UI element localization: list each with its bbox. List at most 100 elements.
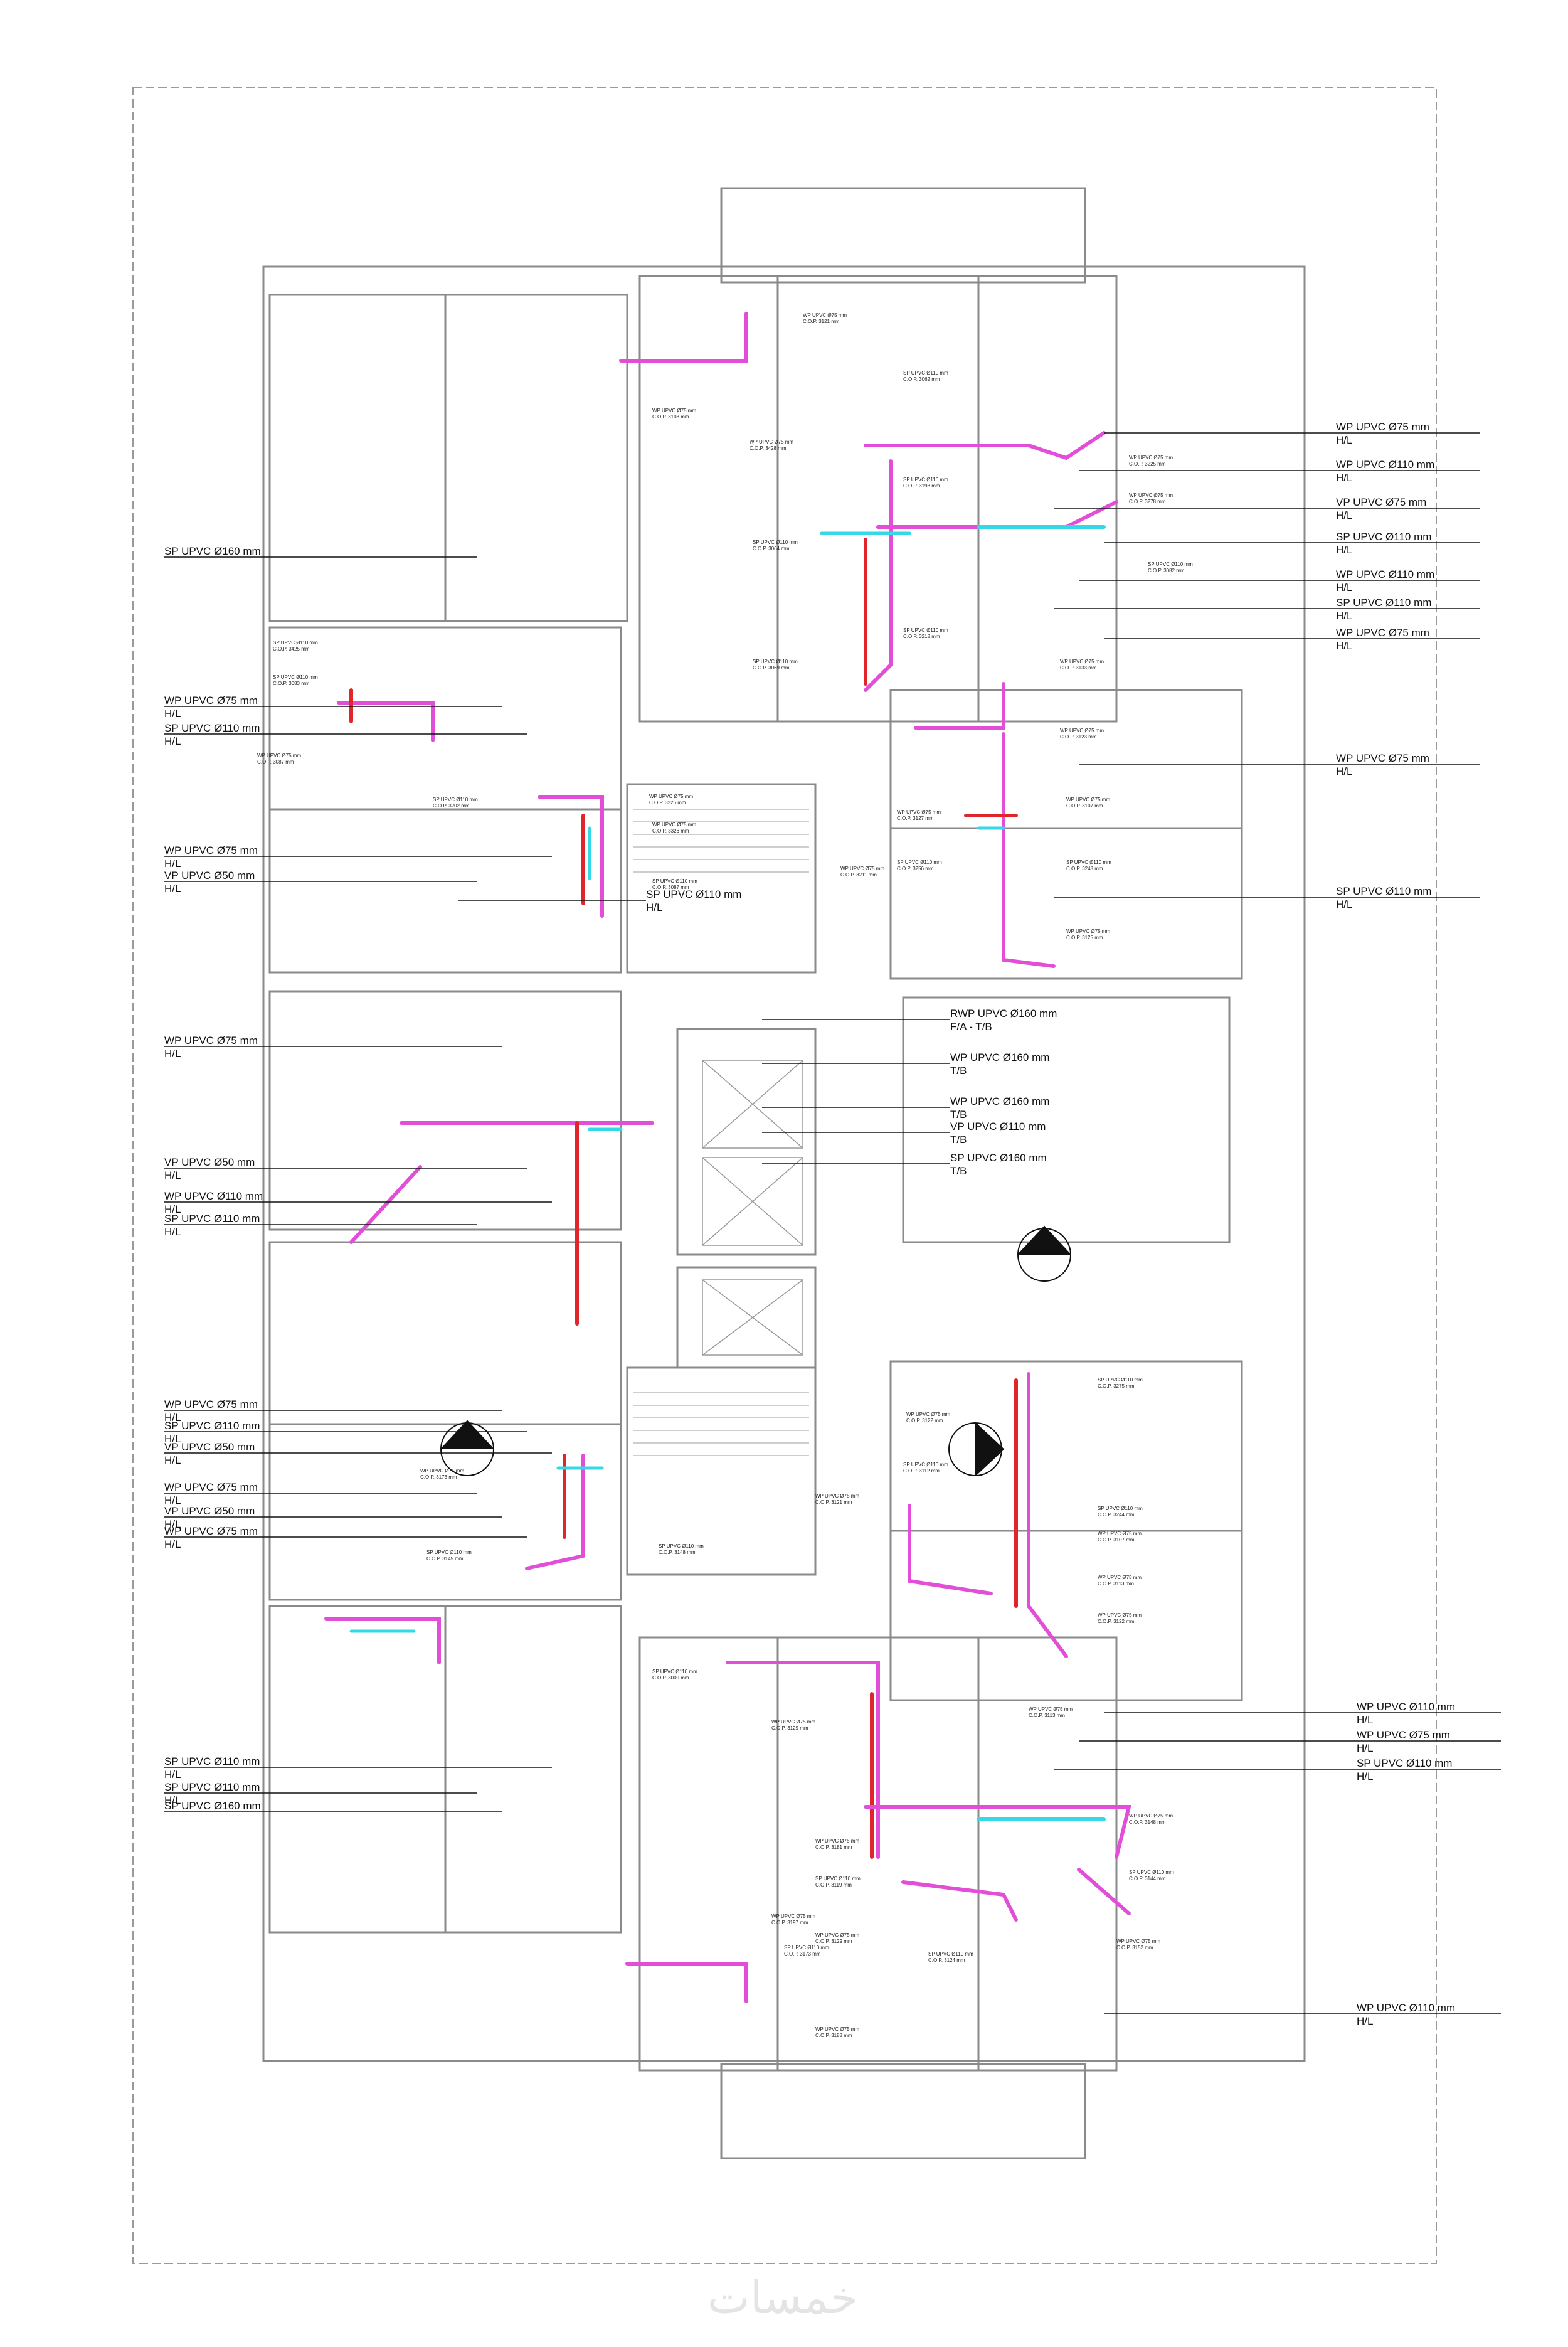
pipe-callout-level: H/L <box>1336 640 1353 652</box>
pipe-callout-code: SP UPVC Ø110 mm <box>164 1213 260 1225</box>
pipe-tag-code: WP UPVC Ø75 mm <box>1060 659 1104 664</box>
pipe-tag-code: SP UPVC Ø110 mm <box>903 370 948 376</box>
pipe-tag-cop: C.O.P. 3123 mm <box>1060 734 1097 740</box>
pipe-tag-code: WP UPVC Ø75 mm <box>652 822 697 828</box>
pipe-callout-code: WP UPVC Ø75 mm <box>164 844 258 856</box>
pipe-callout-code: SP UPVC Ø110 mm <box>1336 531 1432 543</box>
north-arrow-upper <box>1017 1225 1071 1282</box>
pipe-tag-code: WP UPVC Ø75 mm <box>649 794 694 799</box>
wp-pipe-run <box>625 1962 748 2003</box>
pipe-tag-code: SP UPVC Ø110 mm <box>928 1951 973 1957</box>
pipe-tag-code: SP UPVC Ø110 mm <box>753 659 798 664</box>
pipe-callout-level: H/L <box>1336 898 1353 910</box>
pipe-callout-code: SP UPVC Ø110 mm <box>164 1781 260 1793</box>
wp-pipe-run <box>324 1617 441 1664</box>
wp-pipe-run <box>914 682 1005 730</box>
wp-pipe-run <box>864 459 893 692</box>
pipe-tag-cop: C.O.P. 3064 mm <box>753 546 790 551</box>
pipe-tag-cop: C.O.P. 3121 mm <box>815 1499 852 1505</box>
pipe-callout-code: WP UPVC Ø75 mm <box>164 1398 258 1410</box>
pipe-callout-level: H/L <box>1357 1770 1374 1782</box>
pipe-callout-level: H/L <box>164 1226 181 1238</box>
pipe-callout-level: H/L <box>164 858 181 870</box>
pipe-callout-code: VP UPVC Ø110 mm <box>950 1120 1046 1132</box>
watermark-logo: خمسات <box>707 2271 859 2324</box>
pipe-tag-code: SP UPVC Ø110 mm <box>1129 1870 1174 1875</box>
pipe-callout-code: SP UPVC Ø110 mm <box>1357 1757 1453 1769</box>
pipe-callout-code: WP UPVC Ø75 mm <box>164 1481 258 1493</box>
pipe-callout-code: VP UPVC Ø50 mm <box>164 1505 255 1517</box>
pipe-tag-code: WP UPVC Ø75 mm <box>420 1468 465 1474</box>
pipe-callout-level: T/B <box>950 1065 967 1077</box>
pipe-tag-cop: C.O.P. 3121 mm <box>803 319 840 324</box>
pipe-tag-code: WP UPVC Ø75 mm <box>815 2026 860 2032</box>
pipe-tag-code: SP UPVC Ø110 mm <box>903 627 948 633</box>
pipe-tag-cop: C.O.P. 3145 mm <box>426 1556 464 1562</box>
pipe-callout-level: H/L <box>1336 610 1353 622</box>
pipe-tag-cop: C.O.P. 3087 mm <box>257 759 294 765</box>
pipe-callout-code: WP UPVC Ø110 mm <box>164 1190 263 1202</box>
pipe-tag-code: WP UPVC Ø75 mm <box>840 866 885 871</box>
pipe-tag-cop: C.O.P. 3112 mm <box>903 1468 940 1474</box>
pipe-tag-cop: C.O.P. 3188 mm <box>815 2033 852 2038</box>
pipe-tag-code: WP UPVC Ø75 mm <box>257 753 302 758</box>
pipe-tag-code: SP UPVC Ø110 mm <box>1098 1506 1143 1511</box>
pipe-tag-code: SP UPVC Ø110 mm <box>815 1876 861 1881</box>
pipe-tag-code: WP UPVC Ø75 mm <box>1029 1706 1073 1712</box>
pipe-tag-cop: C.O.P. 3133 mm <box>1060 665 1097 671</box>
pipe-tag-code: WP UPVC Ø75 mm <box>1129 1813 1173 1819</box>
pipe-tag-code: SP UPVC Ø110 mm <box>426 1550 472 1555</box>
pipe-callout-level: H/L <box>164 735 181 747</box>
pipe-tag-cop: C.O.P. 3248 mm <box>1066 866 1103 871</box>
pipe-callout-level: H/L <box>164 1794 181 1806</box>
pipe-tag-cop: C.O.P. 3144 mm <box>1129 1876 1166 1881</box>
wp-pipe-run <box>908 1504 993 1595</box>
pipe-callout-level: H/L <box>164 1538 181 1550</box>
pipe-tag-cop: C.O.P. 3173 mm <box>420 1474 457 1480</box>
pipe-callout-level: H/L <box>646 902 663 913</box>
pipe-tag-cop: C.O.P. 3119 mm <box>815 1882 852 1888</box>
pipe-tag-cop: C.O.P. 3069 mm <box>753 665 790 671</box>
pipe-callout-code: SP UPVC Ø110 mm <box>646 888 742 900</box>
pipe-callout-level: H/L <box>164 1048 181 1060</box>
pipe-callout-code: SP UPVC Ø110 mm <box>164 722 260 734</box>
pipe-network <box>324 312 1131 2003</box>
pipe-callout-code: WP UPVC Ø75 mm <box>1357 1729 1450 1741</box>
pipe-tag-cop: C.O.P. 3193 mm <box>903 483 940 489</box>
pipe-callout-level: H/L <box>1336 509 1353 521</box>
pipe-callout-code: RWP UPVC Ø160 mm <box>950 1008 1057 1019</box>
pipe-callout-code: WP UPVC Ø110 mm <box>1336 568 1435 580</box>
pipe-tag-code: SP UPVC Ø110 mm <box>1148 561 1193 567</box>
stair-treads <box>633 809 809 1456</box>
wp-pipe-run <box>1002 732 1056 968</box>
